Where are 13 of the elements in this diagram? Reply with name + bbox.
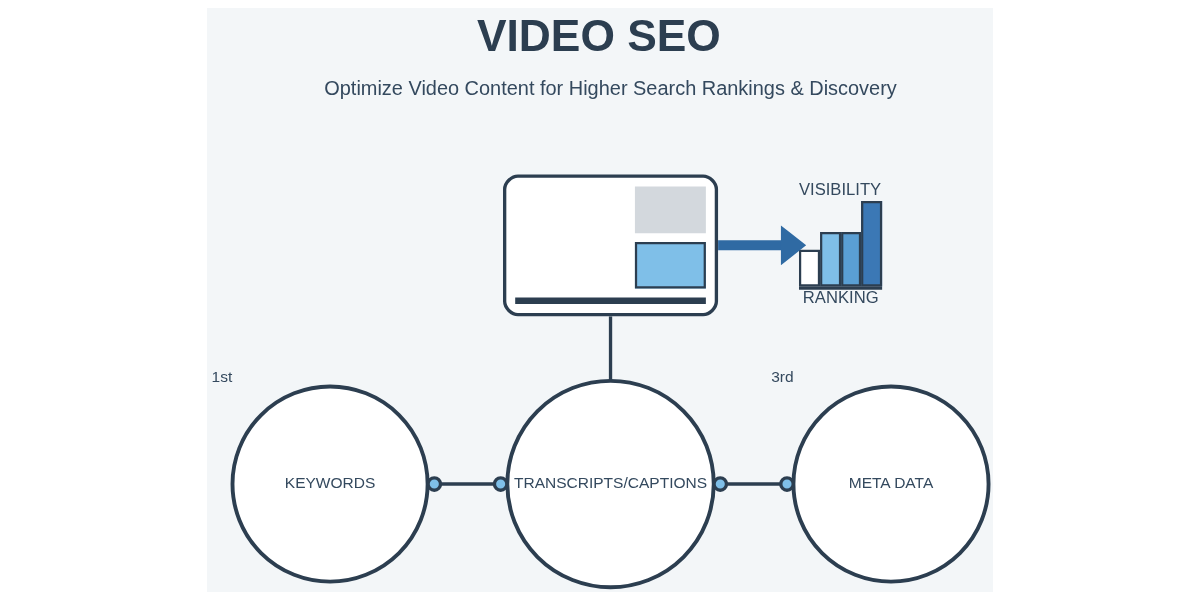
connector [608, 316, 613, 381]
node-label: 3rd [771, 368, 794, 386]
connector [426, 476, 509, 492]
connector [712, 476, 795, 492]
node-label: RANKING [802, 287, 879, 307]
node-circle: KEYWORDS [230, 384, 430, 584]
node-label: 1st [211, 368, 233, 386]
node-circle: META DATA [791, 384, 991, 584]
diagram-title: VIDEO SEO [476, 11, 721, 61]
node-label: VISIBILITY [798, 180, 882, 200]
label: Optimize Video Content for Higher Search Rankings & Discovery [324, 77, 897, 100]
arrow [718, 225, 807, 266]
node-circle: TRANSCRIPTS/CAPTIONS [505, 378, 716, 590]
